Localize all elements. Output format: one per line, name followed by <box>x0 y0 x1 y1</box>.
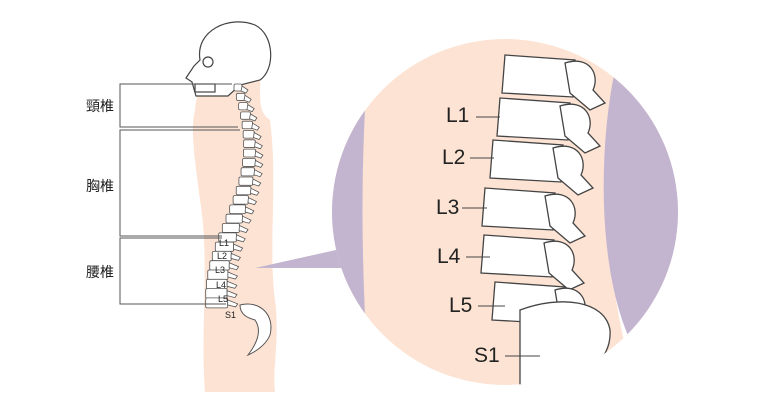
skull <box>185 21 272 97</box>
large-label-l5: L5 <box>449 294 473 317</box>
spinous-process <box>254 150 264 159</box>
small-label-l3: L3 <box>215 265 226 275</box>
magnified-vertebra <box>496 97 602 154</box>
vertebra <box>242 157 256 167</box>
vertebra <box>229 204 246 214</box>
magnified-vertebra <box>480 234 586 291</box>
vertebra <box>238 102 249 111</box>
small-label-l4: L4 <box>216 280 227 290</box>
spinous-process <box>243 94 252 103</box>
spinous-process <box>253 169 263 178</box>
spinous-process <box>227 271 239 280</box>
vertebra <box>233 83 243 92</box>
large-label-s1: S1 <box>474 344 500 367</box>
spinous-process <box>238 224 249 233</box>
spinous-process <box>227 299 239 308</box>
large-label-l1: L1 <box>446 104 470 127</box>
magnified-vertebra <box>481 187 587 244</box>
spinous-process <box>241 215 252 224</box>
spinous-process <box>246 103 255 113</box>
label-cervical: 頸椎 <box>86 99 114 115</box>
spinous-process <box>226 290 238 299</box>
spinous-process <box>235 234 246 243</box>
small-label-l5: L5 <box>218 294 229 304</box>
spinous-process <box>249 187 260 196</box>
magnified-vertebra <box>489 139 595 196</box>
zoom-wedge <box>255 248 345 268</box>
large-label-l2: L2 <box>442 146 466 169</box>
vertebra <box>243 148 257 158</box>
spinous-process <box>249 113 258 122</box>
vertebra <box>232 195 249 205</box>
small-label-l1: L1 <box>219 238 230 248</box>
vertebra <box>240 111 251 120</box>
spinous-process <box>247 196 258 206</box>
vertebra <box>241 120 253 130</box>
spinous-process <box>254 159 264 168</box>
spinous-process <box>251 122 260 131</box>
vertebra <box>225 213 243 224</box>
vertebra <box>235 92 246 101</box>
vertebra <box>242 130 255 139</box>
vertebra <box>240 167 255 177</box>
spinous-process <box>254 141 263 150</box>
spinous-process <box>230 252 241 261</box>
vertebra <box>238 176 254 186</box>
label-lumbar: 腰椎 <box>86 265 114 281</box>
vertebra <box>221 223 240 233</box>
large-label-l4: L4 <box>437 245 461 268</box>
sacrum <box>239 303 272 357</box>
small-label-s1: S1 <box>225 310 237 320</box>
spinous-process <box>240 85 249 94</box>
large-label-l3: L3 <box>436 196 460 219</box>
spinous-process <box>228 262 240 271</box>
spinous-process <box>226 280 238 289</box>
magnified-vertebra <box>501 54 607 111</box>
spinous-process <box>252 178 262 187</box>
spinous-process <box>232 243 244 252</box>
small-label-l2: L2 <box>217 251 228 261</box>
vertebra <box>243 139 256 148</box>
label-thoracic: 胸椎 <box>86 179 114 195</box>
spinous-process <box>252 131 262 140</box>
region-brackets <box>119 83 240 305</box>
spinous-process <box>244 206 255 215</box>
spine-column <box>205 83 264 309</box>
vertebra <box>235 185 252 196</box>
